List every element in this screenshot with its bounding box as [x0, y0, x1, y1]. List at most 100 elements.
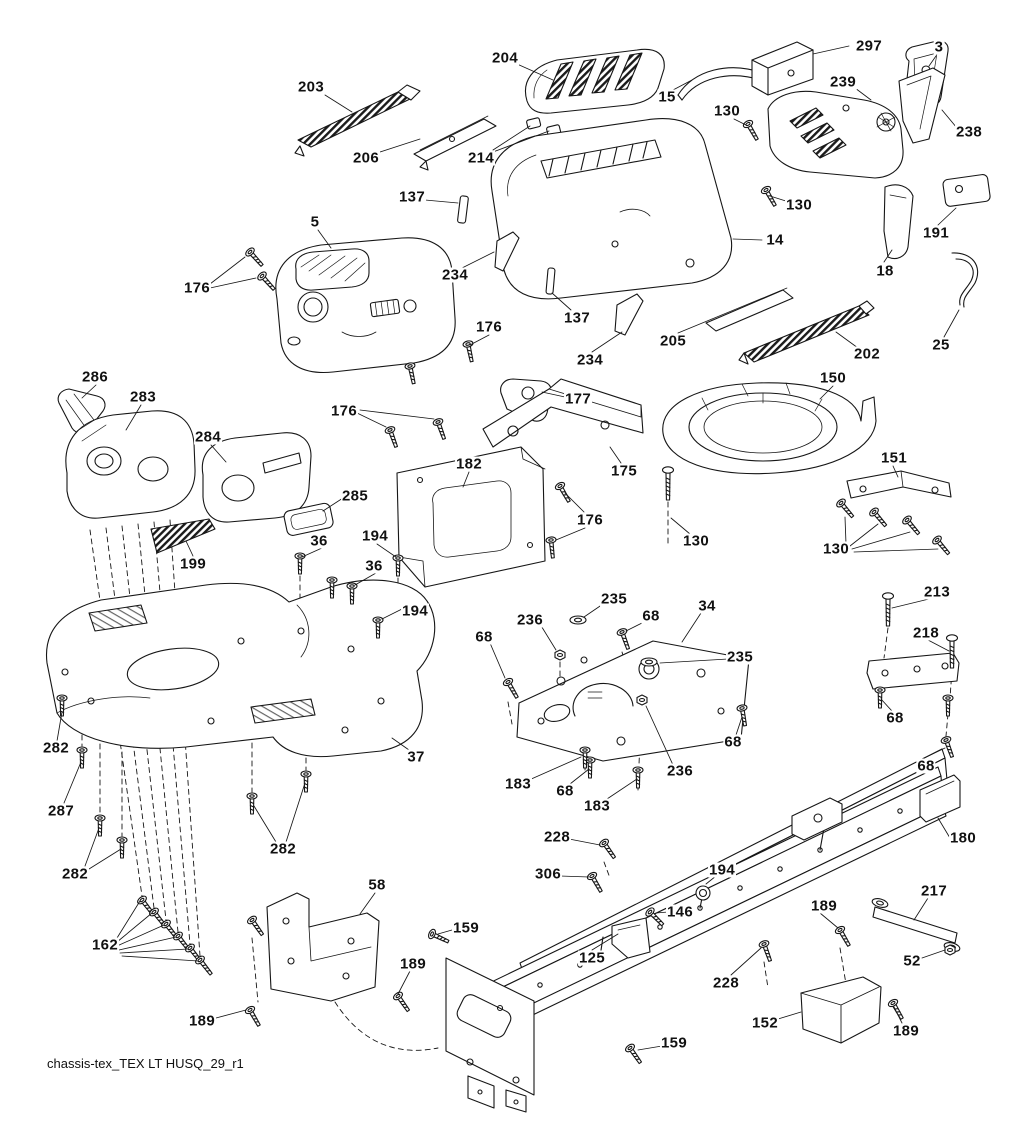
- part-callout-205: 205: [659, 332, 687, 350]
- part-callout-183: 183: [504, 775, 532, 793]
- part-callout-15: 15: [657, 88, 677, 106]
- part-callout-37: 37: [406, 748, 426, 766]
- part-callout-68: 68: [723, 733, 743, 751]
- part-callout-36: 36: [309, 532, 329, 550]
- part-callout-58: 58: [367, 876, 387, 894]
- part-callout-34: 34: [697, 597, 717, 615]
- part-25-support-rod: [951, 252, 979, 308]
- part-callout-236: 236: [516, 611, 544, 629]
- part-callout-218: 218: [912, 624, 940, 642]
- part-callout-234: 234: [441, 266, 469, 284]
- callout-leader-lines: [56, 45, 960, 1051]
- part-callout-130: 130: [822, 540, 850, 558]
- part-callout-68: 68: [641, 607, 661, 625]
- part-125-wedge-bracket: [611, 917, 651, 959]
- part-callout-130: 130: [682, 532, 710, 550]
- part-callout-282: 282: [42, 739, 70, 757]
- part-283-fender-console: [65, 410, 196, 519]
- part-234-brackets: [494, 231, 644, 336]
- part-callout-68: 68: [555, 782, 575, 800]
- part-callout-36: 36: [364, 557, 384, 575]
- part-callout-238: 238: [955, 123, 983, 141]
- part-callout-306: 306: [534, 865, 562, 883]
- part-callout-234: 234: [576, 351, 604, 369]
- part-239-side-panel: [767, 90, 904, 179]
- part-191-bracket-box: [942, 174, 991, 207]
- part-callout-189: 189: [188, 1012, 216, 1030]
- part-callout-204: 204: [491, 49, 519, 67]
- part-285-plate: [283, 502, 334, 536]
- part-callout-152: 152: [751, 1014, 779, 1032]
- part-callout-137: 137: [563, 309, 591, 327]
- part-34-chassis-plate: [516, 640, 750, 762]
- part-callout-214: 214: [467, 149, 495, 167]
- part-callout-5: 5: [309, 213, 321, 231]
- part-callout-159: 159: [660, 1034, 688, 1052]
- part-284-fender-console: [201, 432, 312, 523]
- part-callout-159: 159: [452, 919, 480, 937]
- part-58-bracket: [266, 892, 380, 1002]
- part-callout-297: 297: [855, 37, 883, 55]
- part-callout-151: 151: [880, 449, 908, 467]
- part-callout-217: 217: [920, 882, 948, 900]
- part-callout-68: 68: [885, 709, 905, 727]
- part-14-dash-panel: [490, 118, 733, 300]
- part-callout-125: 125: [578, 949, 606, 967]
- part-218-support-bar: [866, 652, 960, 690]
- part-202-grille-strip: [738, 300, 875, 365]
- part-callout-68: 68: [474, 628, 494, 646]
- part-callout-285: 285: [341, 487, 369, 505]
- fasteners: [56, 118, 959, 1067]
- part-callout-239: 239: [829, 73, 857, 91]
- part-callout-175: 175: [610, 462, 638, 480]
- part-callout-199: 199: [179, 555, 207, 573]
- part-37-chassis-fender: [45, 579, 436, 758]
- part-callout-176: 176: [475, 318, 503, 336]
- part-152-bracket: [800, 976, 882, 1044]
- part-callout-284: 284: [194, 428, 222, 446]
- part-15-trim-arc: [677, 67, 764, 101]
- part-18-panel: [883, 184, 914, 260]
- part-callout-189: 189: [892, 1022, 920, 1040]
- part-callout-189: 189: [399, 955, 427, 973]
- part-callout-176: 176: [330, 402, 358, 420]
- part-callout-206: 206: [352, 149, 380, 167]
- part-callout-25: 25: [931, 336, 951, 354]
- part-callout-286: 286: [81, 368, 109, 386]
- part-150-bagger-housing: [662, 382, 877, 475]
- part-callout-183: 183: [583, 797, 611, 815]
- part-137-spacers: [457, 195, 556, 295]
- part-199-grille-strip: [150, 518, 216, 554]
- part-238-side-trim: [898, 67, 946, 144]
- part-callout-146: 146: [666, 903, 694, 921]
- part-callout-235: 235: [600, 590, 628, 608]
- part-151-bracket: [846, 470, 952, 499]
- part-callout-228: 228: [543, 828, 571, 846]
- part-callout-283: 283: [129, 388, 157, 406]
- part-callout-194: 194: [401, 602, 429, 620]
- part-callout-202: 202: [853, 345, 881, 363]
- part-callout-182: 182: [455, 455, 483, 473]
- part-callout-176: 176: [576, 511, 604, 529]
- part-callout-213: 213: [923, 583, 951, 601]
- part-callout-235: 235: [726, 648, 754, 666]
- part-callout-203: 203: [297, 78, 325, 96]
- part-callout-150: 150: [819, 369, 847, 387]
- part-callout-189: 189: [810, 897, 838, 915]
- part-callout-3: 3: [933, 38, 945, 56]
- part-callout-191: 191: [922, 224, 950, 242]
- part-203-grille-strip: [294, 84, 421, 157]
- part-callout-137: 137: [398, 188, 426, 206]
- part-callout-177: 177: [564, 390, 592, 408]
- part-180-frame: [445, 748, 961, 1113]
- part-callout-68: 68: [916, 757, 936, 775]
- part-5-fuel-tank: [275, 237, 456, 374]
- part-callout-236: 236: [666, 762, 694, 780]
- part-callout-282: 282: [269, 840, 297, 858]
- part-callout-194: 194: [361, 527, 389, 545]
- part-217-link: [870, 896, 962, 954]
- part-callout-194: 194: [708, 861, 736, 879]
- part-callout-228: 228: [712, 974, 740, 992]
